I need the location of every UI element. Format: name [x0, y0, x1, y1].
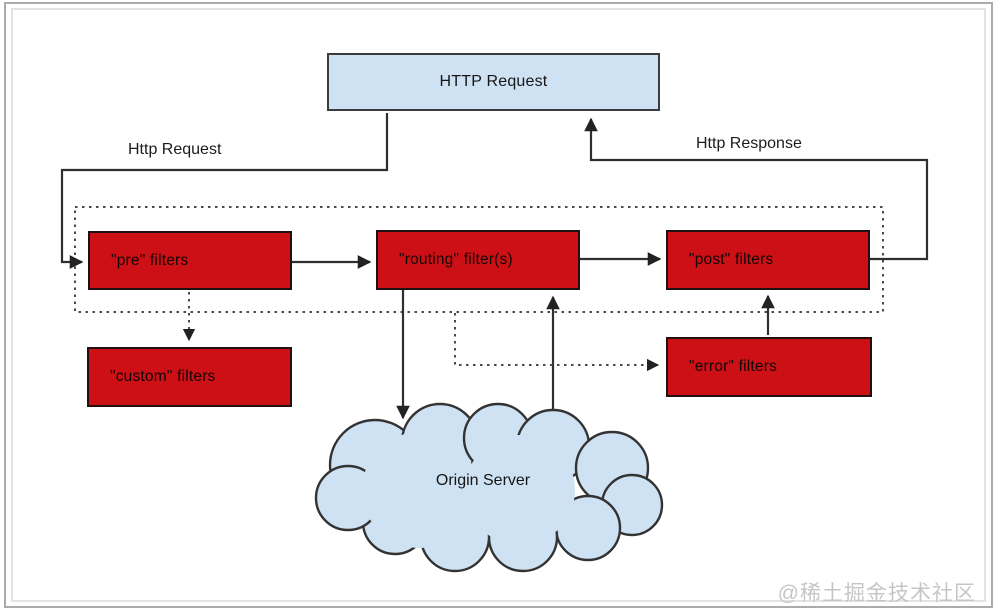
origin-server-cloud	[314, 402, 664, 573]
connector-http-response	[584, 117, 929, 261]
http-request-box: HTTP Request	[327, 53, 660, 111]
http-response-edge-label: Http Response	[696, 135, 802, 152]
origin-server-label: Origin Server	[435, 472, 531, 489]
watermark: @稀土掘金技术社区	[777, 582, 976, 605]
connector-http-request	[60, 113, 389, 269]
error-filters-box: "error" filters	[666, 337, 872, 397]
http-request-edge-label: Http Request	[128, 141, 222, 158]
routing-filters-label: "routing" filter(s)	[399, 251, 513, 268]
error-filters-label: "error" filters	[689, 358, 778, 375]
post-filters-label: "post" filters	[689, 251, 774, 268]
post-filters-box: "post" filters	[666, 230, 870, 290]
pre-filters-label: "pre" filters	[111, 251, 189, 269]
custom-filters-box: "custom" filters	[87, 347, 292, 407]
routing-filters-box: "routing" filter(s)	[376, 230, 580, 290]
custom-filters-label: "custom" filters	[110, 368, 216, 385]
http-request-label: HTTP Request	[439, 73, 548, 90]
pre-filters-box: "pre" filters	[88, 231, 292, 290]
connector-to-error-dotted	[454, 313, 660, 372]
